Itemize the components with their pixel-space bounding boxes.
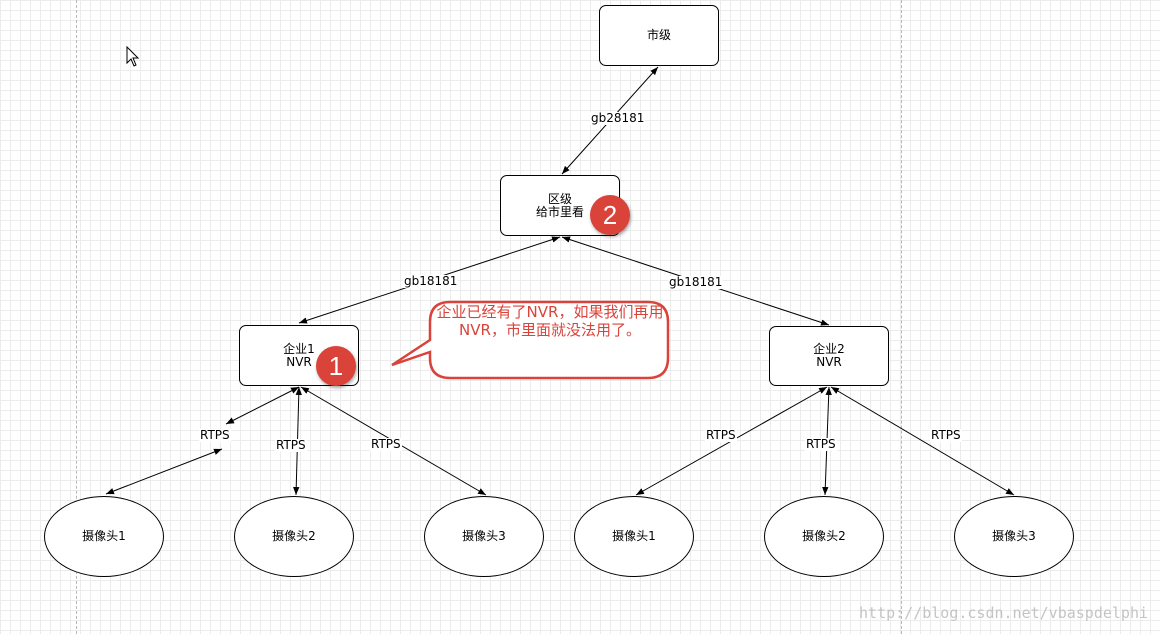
camera-label: 摄像头3 <box>462 529 506 543</box>
camera-label: 摄像头1 <box>612 529 656 543</box>
edge-label-gb18181-left: gb18181 <box>403 274 459 288</box>
edge-label-rtps: RTPS <box>805 437 837 451</box>
enterprise2-label-2: NVR <box>816 355 842 369</box>
camera-node[interactable]: 摄像头2 <box>764 496 884 577</box>
badge-one: 1 <box>316 346 356 386</box>
page-guide-left <box>76 0 77 634</box>
camera-node[interactable]: 摄像头2 <box>234 496 354 577</box>
edge-ent2-cam3 <box>830 386 1015 496</box>
mouse-pointer-icon <box>126 46 140 67</box>
camera-node[interactable]: 摄像头1 <box>44 496 164 577</box>
edge-label-rtps: RTPS <box>705 428 737 442</box>
district-node-label-1: 区级 <box>547 191 572 206</box>
enterprise1-label-2: NVR <box>286 354 312 369</box>
edge-label-rtps: RTPS <box>199 428 231 442</box>
edge-label-gb28181: gb28181 <box>590 111 646 125</box>
watermark: http://blog.csdn.net/vbaspdelphi <box>859 604 1148 622</box>
camera-label: 摄像头3 <box>992 529 1036 543</box>
camera-node[interactable]: 摄像头3 <box>954 496 1074 577</box>
enterprise2-node[interactable]: 企业2 NVR <box>769 326 889 386</box>
callout-text: 企业已经有了NVR，如果我们再用NVR，市里面就没法用了。 <box>436 303 664 339</box>
enterprise1-label-1: 企业1 <box>283 341 315 356</box>
callout-bubble <box>391 300 670 380</box>
enterprise2-label-1: 企业2 <box>813 342 845 356</box>
edge-label-rtps: RTPS <box>370 437 402 451</box>
camera-label: 摄像头2 <box>272 529 316 543</box>
edge-label-gb18181-right: gb18181 <box>668 275 724 289</box>
page-guide-right <box>901 0 902 634</box>
edge-ent1-cam1-upper <box>225 386 300 425</box>
camera-node[interactable]: 摄像头1 <box>574 496 694 577</box>
badge-two: 2 <box>590 195 630 235</box>
edge-label-rtps: RTPS <box>930 428 962 442</box>
camera-label: 摄像头2 <box>802 529 846 543</box>
district-node-label-2: 给市里看 <box>535 204 584 219</box>
city-node-label: 市级 <box>646 28 671 42</box>
camera-label: 摄像头1 <box>82 529 126 543</box>
edge-label-rtps: RTPS <box>275 438 307 452</box>
camera-node[interactable]: 摄像头3 <box>424 496 544 577</box>
city-node[interactable]: 市级 <box>599 5 719 66</box>
edge-ent1-cam1-lower <box>105 448 223 495</box>
